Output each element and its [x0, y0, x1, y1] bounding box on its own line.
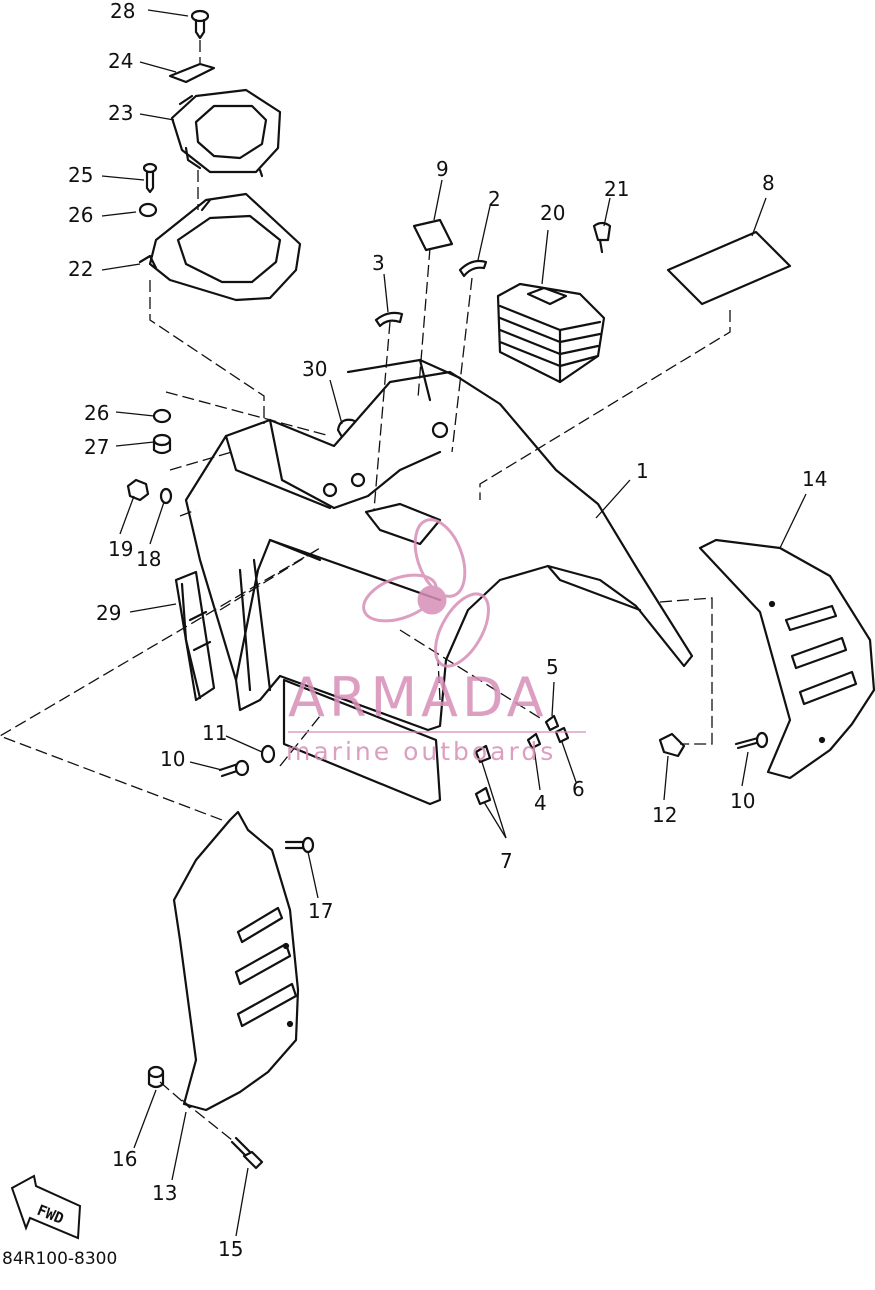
part-27-collar	[152, 433, 172, 455]
part-15-bolt	[230, 1136, 264, 1170]
part-17-bolt	[284, 836, 315, 854]
callout-29: 29	[96, 601, 121, 625]
callout-6: 6	[572, 777, 585, 801]
callout-18: 18	[136, 547, 161, 571]
part-23-meter-cover	[170, 88, 282, 178]
callout-labels: 28 24 23 25 26 22 9 2 20 21 8 3 30 26 27…	[68, 0, 827, 1261]
watermark-brand: ARMADA	[288, 666, 548, 729]
part-1-front-fender	[184, 358, 694, 806]
callout-10: 10	[160, 747, 185, 771]
callout-24: 24	[108, 49, 133, 73]
part-6-clip	[554, 726, 570, 744]
callout-20: 20	[540, 201, 565, 225]
part-7-clip-a	[474, 744, 492, 764]
callout-10b: 10	[730, 789, 755, 813]
callout-12: 12	[652, 803, 677, 827]
armada-watermark: ARMADA marine outboards	[286, 518, 586, 766]
callout-22: 22	[68, 257, 93, 281]
callout-2: 2	[488, 187, 501, 211]
callout-3: 3	[372, 251, 385, 275]
part-28-screw	[190, 9, 210, 40]
part-8-label	[666, 230, 792, 306]
part-18-washer	[159, 487, 173, 505]
leader-lines	[101, 9, 807, 1237]
callout-15: 15	[218, 1237, 243, 1261]
part-19-nut	[126, 478, 150, 502]
part-26-grommet	[138, 202, 158, 218]
part-5-clip	[544, 714, 560, 732]
propeller-logo	[362, 518, 490, 668]
part-26-grommet-b	[152, 408, 172, 424]
part-7-clip-b	[474, 786, 492, 806]
callout-30: 30	[302, 357, 327, 381]
diagram-part-code: 84R100-8300	[2, 1249, 117, 1269]
part-2-clip	[458, 259, 488, 278]
callout-4: 4	[534, 791, 547, 815]
part-3-clip	[374, 311, 404, 328]
part-4-clip	[526, 732, 542, 750]
assembly-dashed-lines	[0, 40, 731, 1141]
part-16-collar	[147, 1065, 165, 1089]
callout-1: 1	[636, 459, 649, 483]
callout-27: 27	[84, 435, 109, 459]
part-29-bracket	[174, 570, 216, 702]
part-10-bolt-left	[218, 759, 250, 778]
part-12-clip-nut	[658, 732, 686, 758]
callout-28: 28	[110, 0, 135, 23]
part-22-meter-housing	[138, 192, 302, 302]
part-drawings	[126, 9, 875, 1170]
callout-19: 19	[108, 537, 133, 561]
part-13-side-panel-left	[172, 810, 300, 1112]
callout-23: 23	[108, 101, 133, 125]
part-20-box	[496, 282, 606, 384]
part-10-bolt-right	[734, 731, 769, 750]
callout-16: 16	[112, 1147, 137, 1171]
callout-21: 21	[604, 177, 629, 201]
part-11-washer	[260, 744, 276, 764]
callout-17: 17	[308, 899, 333, 923]
callout-13: 13	[152, 1181, 177, 1205]
part-9-pad	[412, 218, 454, 252]
callout-8: 8	[762, 171, 775, 195]
callout-11: 11	[202, 721, 227, 745]
callout-26b: 26	[84, 401, 109, 425]
fwd-arrow: FWD	[10, 1174, 82, 1240]
callout-7: 7	[500, 849, 513, 873]
watermark-tagline: marine outboards	[286, 737, 556, 766]
part-24-plate	[168, 62, 216, 84]
callout-9: 9	[436, 157, 449, 181]
part-25-screw	[142, 162, 158, 194]
callout-26: 26	[68, 203, 93, 227]
callout-5: 5	[546, 655, 559, 679]
callout-25: 25	[68, 163, 93, 187]
part-21-screw	[592, 221, 612, 254]
part-14-side-panel-right	[698, 538, 875, 780]
callout-14: 14	[802, 467, 827, 491]
